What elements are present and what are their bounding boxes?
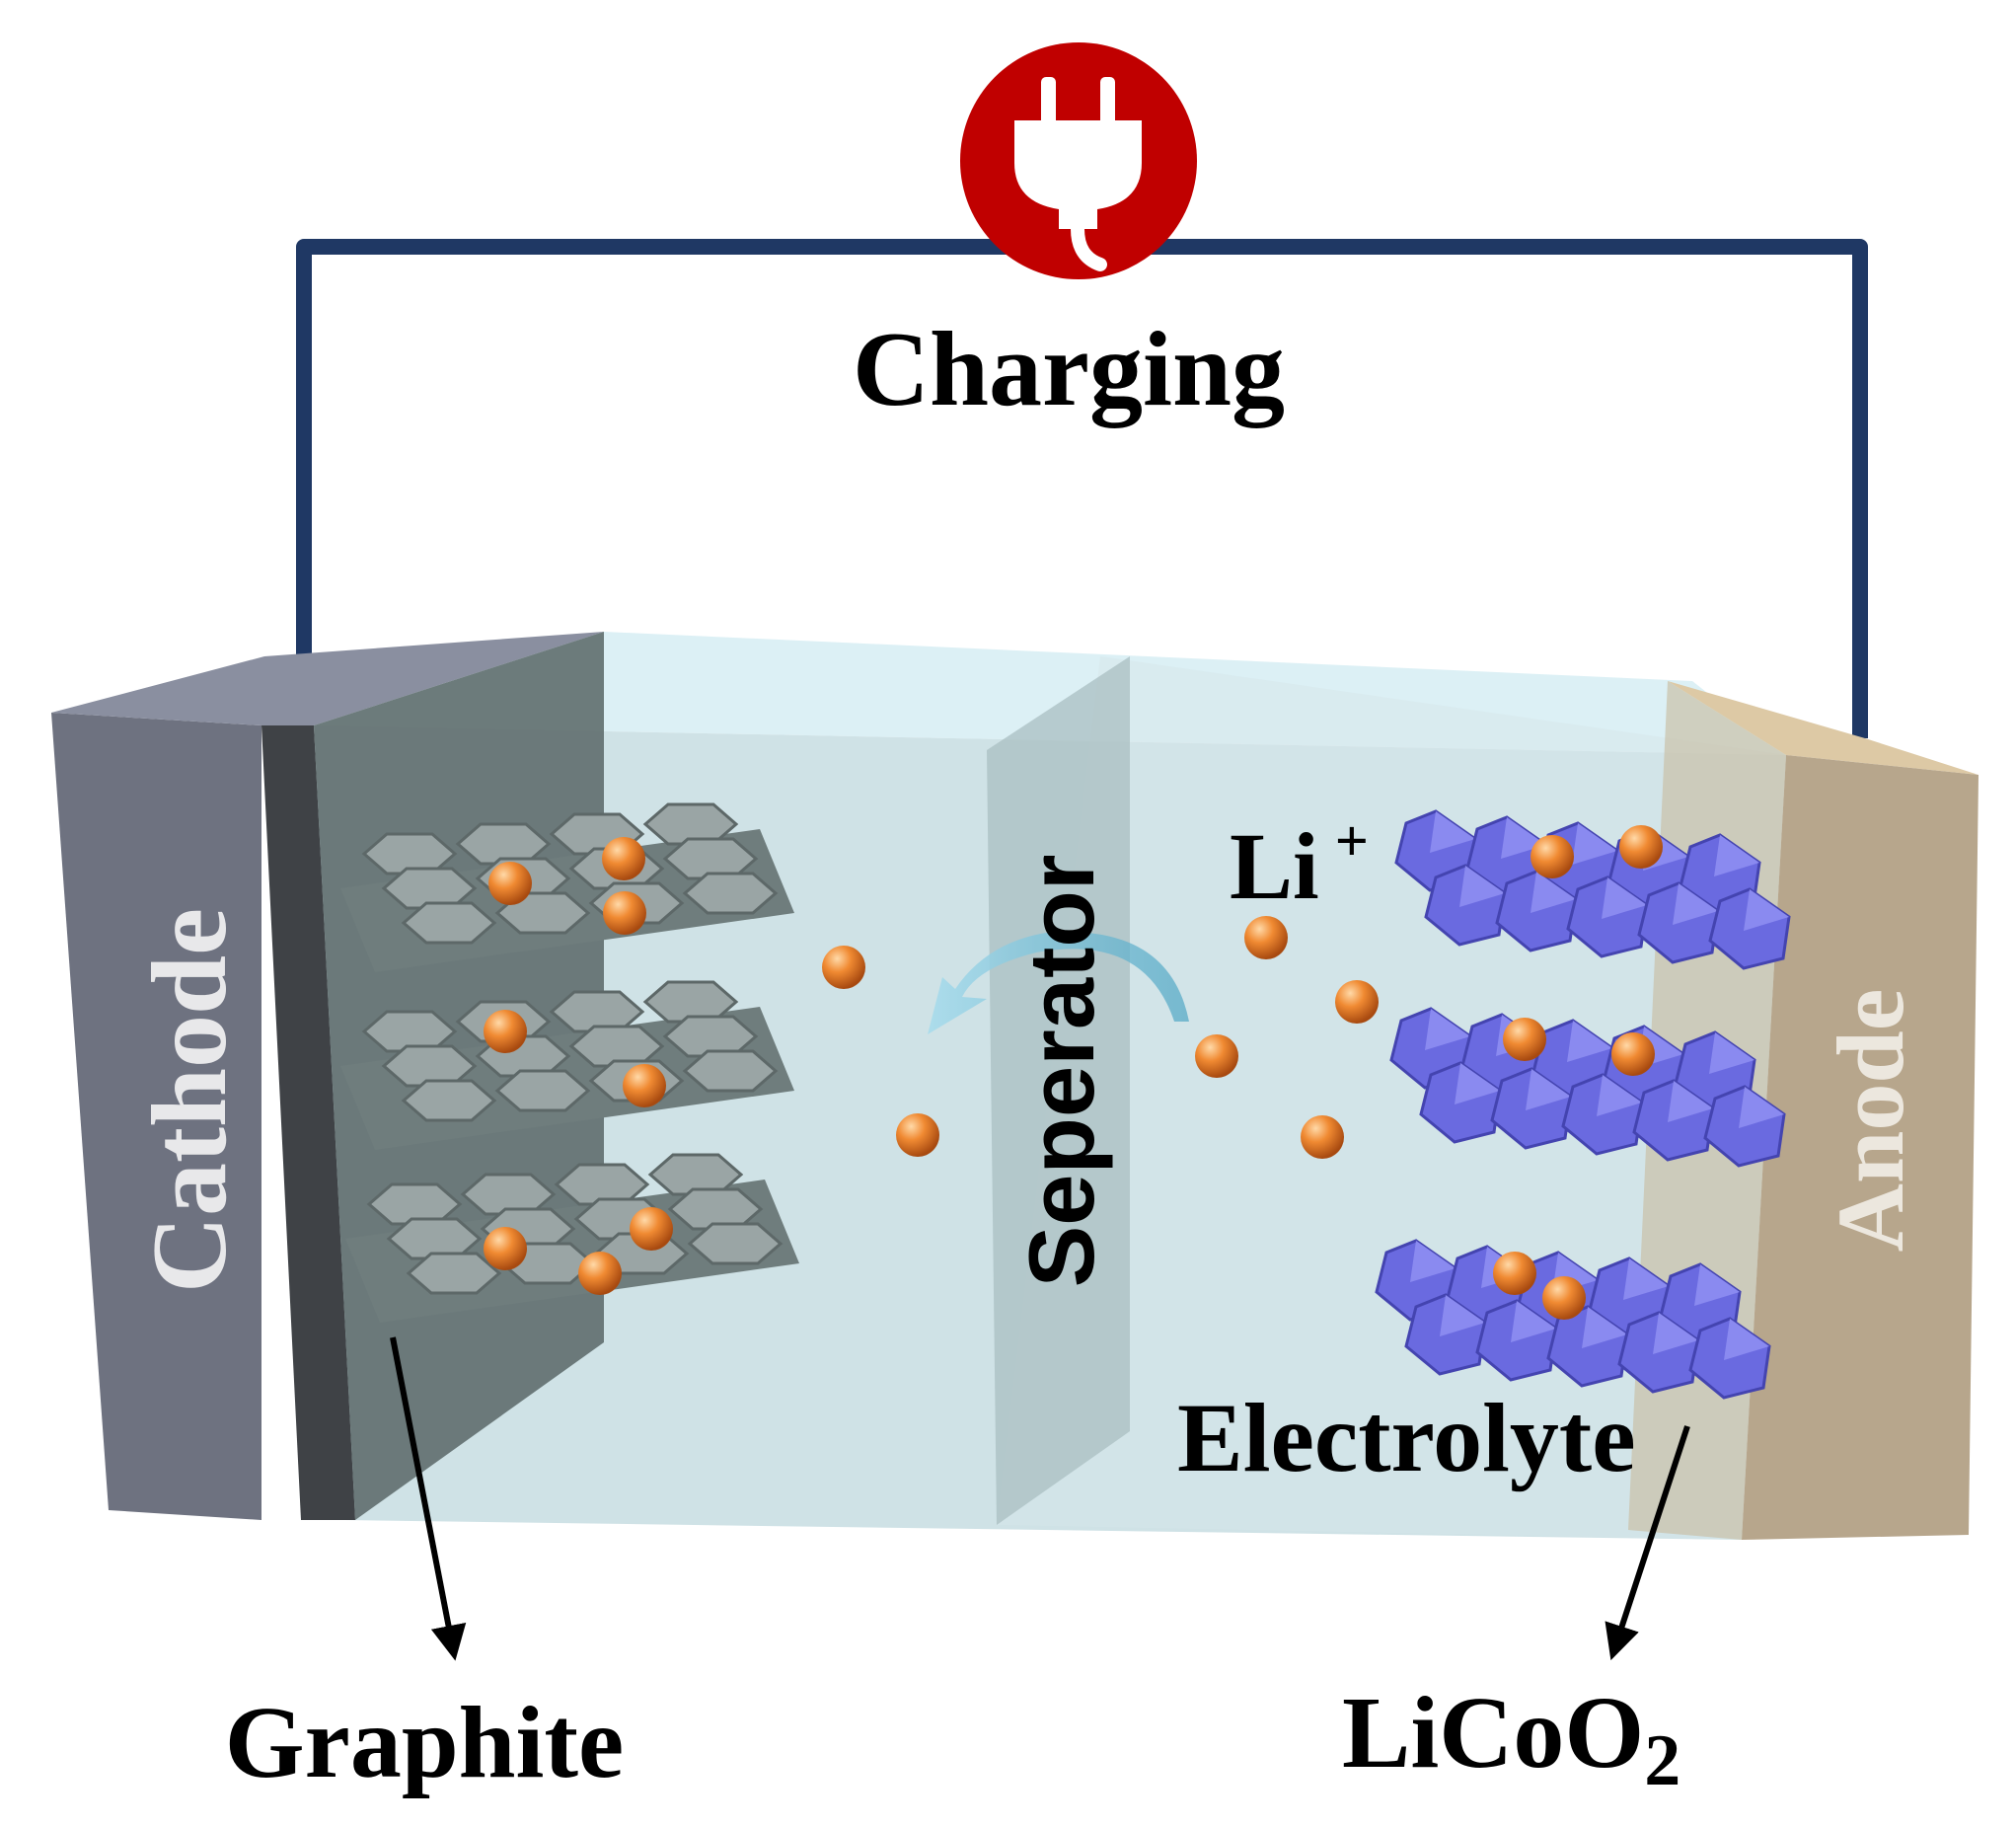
curved-arrow-left-icon: [928, 932, 1189, 1034]
li-ion: [578, 1252, 622, 1295]
licoo2-layers: [1375, 809, 1791, 1400]
licoo2-subscript: 2: [1644, 1720, 1680, 1801]
li-ion: [630, 1207, 673, 1251]
li-ion: [1493, 1252, 1536, 1295]
li-ion-label: Li+: [1230, 808, 1369, 919]
li-ion: [623, 1064, 666, 1107]
anode-label: Anode: [1818, 989, 1923, 1253]
electrolyte-label: Electrolyte: [1177, 1383, 1636, 1492]
li-ion: [1611, 1032, 1655, 1076]
li-ion: [822, 946, 865, 989]
li-ion: [603, 891, 646, 935]
li-ion: [1542, 1276, 1586, 1320]
li-ion: [484, 1010, 527, 1053]
li-ion: [1195, 1034, 1238, 1078]
li-ion: [1301, 1115, 1344, 1159]
li-ion: [1619, 825, 1663, 869]
li-ion: [1503, 1018, 1546, 1061]
licoo2-formula: LiCoO: [1342, 1676, 1644, 1789]
graphite-layers: [340, 802, 799, 1323]
licoo2-label: LiCoO2: [1342, 1676, 1680, 1801]
li-ion-charge: +: [1335, 808, 1369, 874]
licoo2-pointer-arrow: [1605, 1425, 1690, 1661]
li-ions: [484, 825, 1663, 1320]
li-ion: [484, 1227, 527, 1270]
separator-label: Seperator: [1009, 855, 1113, 1288]
li-ion-symbol: Li: [1230, 813, 1319, 919]
licoo2-sheet: [1389, 1007, 1786, 1168]
li-ion: [1244, 916, 1288, 959]
graphite-label: Graphite: [225, 1686, 624, 1799]
graphite-pointer-arrow: [390, 1336, 467, 1661]
graphite-sheet: [345, 1153, 799, 1323]
li-ion: [1531, 835, 1574, 878]
mode-label: Charging: [853, 311, 1285, 428]
cathode-label: Cathode: [131, 908, 249, 1293]
licoo2-sheet: [1375, 1239, 1771, 1400]
li-ion: [488, 862, 532, 905]
licoo2-sheet: [1394, 809, 1791, 970]
separator-plane: [987, 656, 1130, 1525]
plug-icon: [960, 42, 1197, 279]
li-ion: [1335, 980, 1379, 1024]
li-ion: [602, 837, 645, 880]
li-ion: [896, 1113, 939, 1157]
